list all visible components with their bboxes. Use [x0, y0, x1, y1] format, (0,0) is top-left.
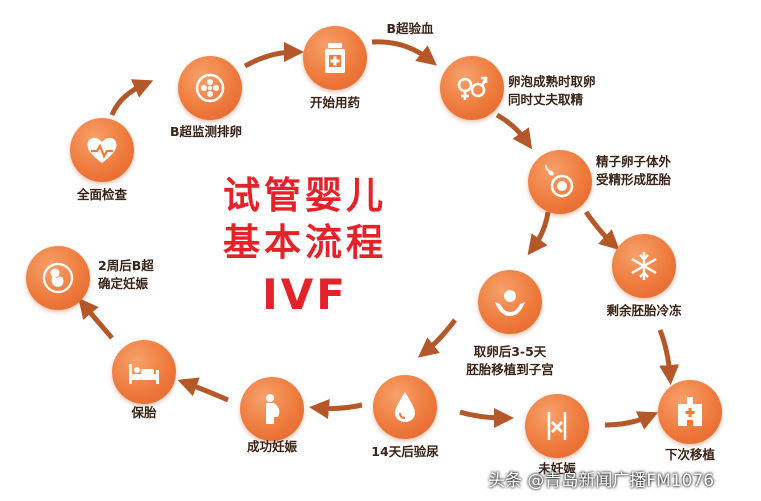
pregnant-node: [240, 377, 304, 441]
arrow-retrieval-to-fertilization: [495, 112, 533, 150]
arrow-pregnant-to-keep: [177, 377, 229, 403]
gender-icon: [457, 76, 488, 100]
urine-test-label: 14天后验尿: [371, 444, 439, 459]
arrow-fertilization-to-transfer: [527, 211, 551, 256]
fertilization-node: [528, 150, 592, 214]
pregnant-label: 成功妊娠: [246, 439, 298, 454]
start-medication-label: 开始用药: [309, 95, 361, 110]
hands-embryo-icon: [495, 290, 525, 316]
watermark-text: 头条 @青岛新闻广播FM1076: [488, 471, 715, 491]
urine-test-node: [373, 375, 437, 439]
keep-fetus-node: [112, 340, 176, 404]
follicle-icon: [195, 73, 225, 103]
freeze-node: [612, 234, 676, 298]
heart-pulse-icon: [87, 137, 117, 163]
next-transfer-label: 下次移植: [664, 447, 716, 462]
arrow-notpregnant-to-next: [604, 411, 659, 430]
transfer-node: [478, 270, 542, 334]
egg-retrieval-node: [440, 56, 504, 120]
snowflake-icon: [631, 252, 657, 280]
title-line-3: IVF: [262, 270, 348, 319]
arrow-urine-to-pregnant: [309, 399, 363, 419]
freeze-label: 剩余胚胎冷冻: [606, 303, 682, 318]
not-pregnant-node: [525, 394, 589, 458]
arrow-fertilization-to-freeze: [583, 210, 620, 251]
cross-belly-icon: [547, 412, 567, 440]
title-line-2: 基本流程: [223, 221, 387, 264]
arrow-keep-to-confirm: [78, 298, 114, 340]
transfer-label-1: 取卵后3-5天: [473, 344, 547, 359]
arrow-exam-to-monitor: [109, 79, 154, 117]
confirm-label-2: 确定妊娠: [98, 276, 149, 291]
full-exam-label: 全面检查: [76, 187, 128, 202]
arrow-transfer-to-urine: [417, 318, 457, 358]
title-line-1: 试管婴儿: [223, 174, 387, 217]
not-pregnant-label: 未妊娠: [538, 461, 576, 476]
next-transfer-node: [658, 380, 722, 444]
transfer-label-2: 胚胎移植到子宫: [466, 362, 554, 377]
fetus-icon: [42, 262, 74, 294]
fertilization-label-1: 精子卵子体外: [596, 154, 672, 169]
full-exam-node: [70, 118, 134, 182]
ultrasound-monitor-node: [178, 56, 242, 120]
pregnant-icon: [266, 394, 280, 424]
arrow-urine-to-notpregnant: [459, 407, 514, 428]
arrow-medication-to-retrieval: [371, 39, 438, 66]
start-medication-node: [303, 26, 367, 90]
keep-fetus-label: 保胎: [131, 405, 157, 420]
confirm-label-1: 2周后B超: [98, 258, 154, 273]
arrow-monitor-to-medication: [243, 42, 304, 69]
arrow-freeze-to-next: [657, 329, 680, 385]
hospital-icon: [678, 397, 702, 426]
fertilization-label-2: 受精形成胚胎: [596, 172, 672, 187]
ultrasound-blood-label: B超验血: [386, 21, 434, 36]
egg-retrieval-label-2: 同时丈夫取精: [508, 92, 584, 107]
drop-icon: [395, 392, 415, 422]
sperm-egg-icon: [544, 164, 574, 198]
ultrasound-monitor-label: B超监测排卵: [169, 124, 243, 139]
bed-icon: [129, 364, 159, 384]
egg-retrieval-label-1: 卵泡成熟时取卵: [508, 74, 596, 89]
confirm-node: [26, 246, 90, 310]
medicine-bottle-icon: [325, 43, 345, 73]
